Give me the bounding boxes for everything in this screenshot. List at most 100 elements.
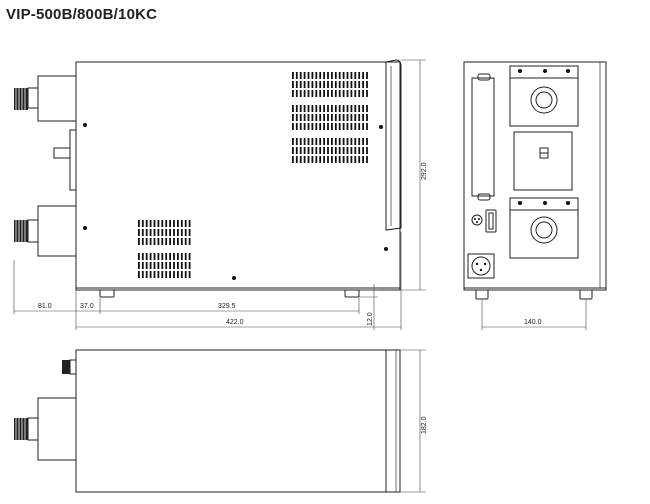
vent-slot: [319, 90, 322, 97]
vent-slot: [319, 81, 322, 88]
vent-slot: [362, 138, 364, 145]
vent-slot: [319, 147, 322, 154]
dim-label-140: 140.0: [524, 319, 542, 326]
vent-slot: [303, 114, 306, 121]
vent-slot: [161, 271, 164, 278]
foot: [344, 289, 360, 298]
vent-slot: [342, 123, 345, 130]
vent-slot: [165, 229, 168, 236]
vent-slot: [299, 123, 302, 130]
vent-slot: [346, 156, 349, 163]
dim-foot-height: 12.0: [359, 284, 378, 330]
dim-front-width: 140.0: [481, 300, 587, 330]
vent-slot: [338, 123, 341, 130]
vent-slot: [334, 90, 337, 97]
vent-slot: [299, 138, 302, 145]
vent-slot: [157, 220, 160, 227]
vent-slot: [303, 156, 306, 163]
vent-slot: [295, 156, 298, 163]
vent-slot: [350, 72, 353, 79]
vent-slot: [354, 114, 357, 121]
vent-slot: [149, 262, 152, 269]
vent-slot: [334, 138, 337, 145]
vent-slot: [323, 147, 325, 154]
vent-slot: [354, 138, 357, 145]
front-view: 140.0: [463, 61, 607, 330]
vent-slot: [323, 90, 325, 97]
vent-slot: [138, 271, 140, 278]
vent-slot: [307, 114, 310, 121]
vent-slot: [350, 156, 353, 163]
vent-slot: [354, 105, 357, 112]
vent-slot: [354, 147, 357, 154]
vent-slot: [303, 147, 306, 154]
vent-slot: [303, 90, 306, 97]
vent-slot: [307, 138, 310, 145]
vent-slot: [145, 238, 148, 245]
vent-slot: [303, 138, 306, 145]
vent-slot: [153, 220, 156, 227]
vent-slot: [323, 123, 325, 130]
vent-slot: [311, 138, 314, 145]
vent-slot: [157, 262, 160, 269]
vent-slot: [138, 238, 140, 245]
vent-slot: [346, 81, 349, 88]
vent-slot: [354, 81, 357, 88]
vent-slot: [323, 138, 325, 145]
vent-slot: [173, 238, 175, 245]
vent-slot: [358, 123, 361, 130]
vent-slot: [366, 123, 368, 130]
vent-slot: [169, 253, 171, 260]
dim-label-422: 422.0: [226, 319, 244, 326]
vent-slot: [292, 105, 294, 112]
vent-slot: [311, 123, 314, 130]
vent-slot: [362, 81, 364, 88]
vent-slot: [342, 147, 345, 154]
vent-slot: [307, 147, 310, 154]
vent-slot: [169, 229, 171, 236]
dim-label-37: 37.0: [80, 303, 94, 310]
vent-slot: [188, 253, 191, 260]
vent-slot: [350, 138, 353, 145]
vent-slot: [169, 220, 171, 227]
vent-slot: [141, 220, 144, 227]
dim-top-width: 182.0: [400, 349, 428, 493]
vent-slot: [295, 72, 298, 79]
vent-slot: [323, 81, 325, 88]
foot: [99, 289, 115, 298]
vent-slot: [169, 262, 171, 269]
vent-slot: [184, 253, 187, 260]
vent-slot: [295, 90, 298, 97]
vent-slot: [346, 123, 349, 130]
vent-slot: [311, 156, 314, 163]
vent-slot: [188, 262, 191, 269]
vent-slot: [354, 72, 357, 79]
signal-connector: [471, 209, 497, 233]
vent-slot: [299, 156, 302, 163]
vent-slot: [157, 271, 160, 278]
vent-slot: [145, 220, 148, 227]
vent-slot: [358, 114, 361, 121]
vent-slot: [366, 72, 368, 79]
vent-slot: [350, 123, 353, 130]
vent-slot: [323, 114, 325, 121]
vent-slot: [362, 90, 364, 97]
vent-slot: [346, 147, 349, 154]
vent-slot: [307, 105, 310, 112]
screw-icon: [232, 276, 236, 280]
dim-label-182: 182.0: [421, 416, 428, 434]
vent-slot: [311, 81, 314, 88]
vent-slot: [358, 156, 361, 163]
vent-slot: [338, 90, 341, 97]
vent-slot: [141, 229, 144, 236]
vent-slot: [362, 156, 364, 163]
dim-label-292: 292.0: [421, 162, 428, 180]
vent-slot: [334, 147, 337, 154]
vent-slot: [366, 81, 368, 88]
vent-slot: [331, 156, 333, 163]
vent-slot: [362, 123, 364, 130]
vent-slot: [346, 114, 349, 121]
vent-slot: [331, 138, 333, 145]
vent-slot: [177, 262, 179, 269]
vent-slot: [315, 105, 318, 112]
